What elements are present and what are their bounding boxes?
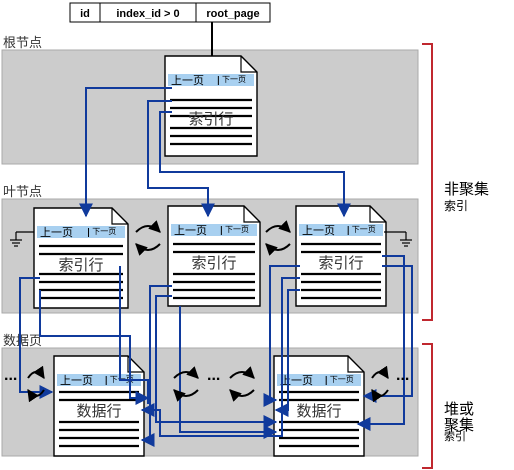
ellipsis-left: ... (4, 367, 17, 384)
prev-page-label: 上一页 (280, 374, 313, 387)
page-header-bar (171, 224, 257, 236)
arrow-leaf1-to-data-3 (39, 290, 150, 405)
arrow-leaf3-to-data-3 (356, 255, 405, 431)
page-header-bar (168, 74, 254, 86)
next-page-label: 下一页 (225, 225, 249, 234)
sibling-arrow-d0-a (27, 365, 45, 379)
sibling-arrow-d3-a (371, 365, 389, 379)
heap-label-1: 堆或 (444, 400, 474, 418)
index-row-label: 索引行 (318, 254, 363, 272)
data-row-label: 数据行 (296, 402, 341, 420)
data-row-label: 数据行 (76, 402, 121, 420)
arrow-root-to-leaf-3 (159, 111, 351, 218)
sibling-arrow-d0-b (27, 389, 45, 403)
nonclustered-bracket (422, 43, 433, 321)
page-header-bar (299, 224, 383, 236)
sibling-link-arrows (27, 220, 389, 403)
page-header-bar (37, 226, 125, 238)
nonclustered-label-2: 索引 (444, 199, 468, 213)
nonclustered-label-1: 非聚集 (444, 180, 489, 198)
prev-page-label: 上一页 (302, 224, 335, 237)
ground-icon-right (384, 231, 412, 247)
page-fold (127, 356, 144, 373)
ellipsis-middle: ... (207, 367, 220, 384)
sibling-arrow-d2-b (229, 389, 255, 402)
heap-label-3: 索引 (444, 429, 466, 443)
leaf-level-label: 叶节点 (3, 185, 42, 200)
page-fold (111, 208, 128, 225)
arrow-leaf3-to-data-2 (140, 277, 300, 437)
navigation-arrows (19, 87, 413, 447)
page-fold (369, 206, 386, 223)
arrow-root-to-leaf-1 (79, 87, 172, 218)
sibling-arrow-l1-a (135, 220, 161, 233)
index-row-label: 索引行 (188, 110, 233, 128)
heap-label-2: 聚集 (444, 416, 474, 434)
page-fold (240, 56, 257, 73)
page-outline (164, 55, 258, 157)
sibling-arrow-d1-b (173, 389, 199, 402)
sibling-arrow-l2-a (265, 220, 291, 233)
root-level-label: 根节点 (3, 36, 42, 51)
index-row-label: 索引行 (191, 254, 236, 272)
header-col-id: id (80, 8, 90, 20)
arrow-leaf3-to-data-1 (263, 265, 300, 407)
data-level-label: 数据页 (3, 334, 42, 349)
arrow-root-to-leaf-2 (147, 100, 215, 218)
ground-icon-left (10, 231, 34, 247)
sys-indexes-header: id index_id > 0 root_page (69, 2, 271, 23)
next-page-label: 下一页 (352, 225, 376, 234)
sibling-arrow-l1-b (135, 243, 161, 256)
arrow-leaf2-to-data-2 (155, 295, 278, 429)
next-page-label: 下一页 (330, 375, 354, 384)
header-col-index-id: index_id > 0 (116, 8, 179, 20)
prev-page-label: 上一页 (60, 374, 93, 387)
next-page-label: 下一页 (222, 75, 246, 84)
prev-page-label: 上一页 (171, 74, 204, 87)
ellipsis-right: ... (396, 367, 409, 384)
sibling-arrow-d1-a (173, 366, 199, 379)
page-fold (347, 356, 364, 373)
arrow-leaf2-to-data-3 (179, 306, 278, 439)
page-fold (243, 206, 260, 223)
heap-bracket (422, 343, 433, 469)
sibling-arrow-d3-b (371, 389, 389, 403)
arrow-leaf2-to-data-1 (140, 285, 172, 447)
next-page-label: 下一页 (92, 227, 116, 236)
arrow-leaf3-to-data-5 (274, 289, 300, 417)
sibling-arrow-d2-a (229, 366, 255, 379)
index-row-label: 索引行 (58, 256, 103, 274)
page-header-bar (277, 374, 361, 386)
header-col-root-page: root_page (206, 8, 259, 20)
prev-page-label: 上一页 (40, 226, 73, 239)
arrow-leaf3-to-data-4 (362, 265, 413, 403)
prev-page-label: 上一页 (174, 224, 207, 237)
sibling-arrow-l2-b (265, 243, 291, 256)
